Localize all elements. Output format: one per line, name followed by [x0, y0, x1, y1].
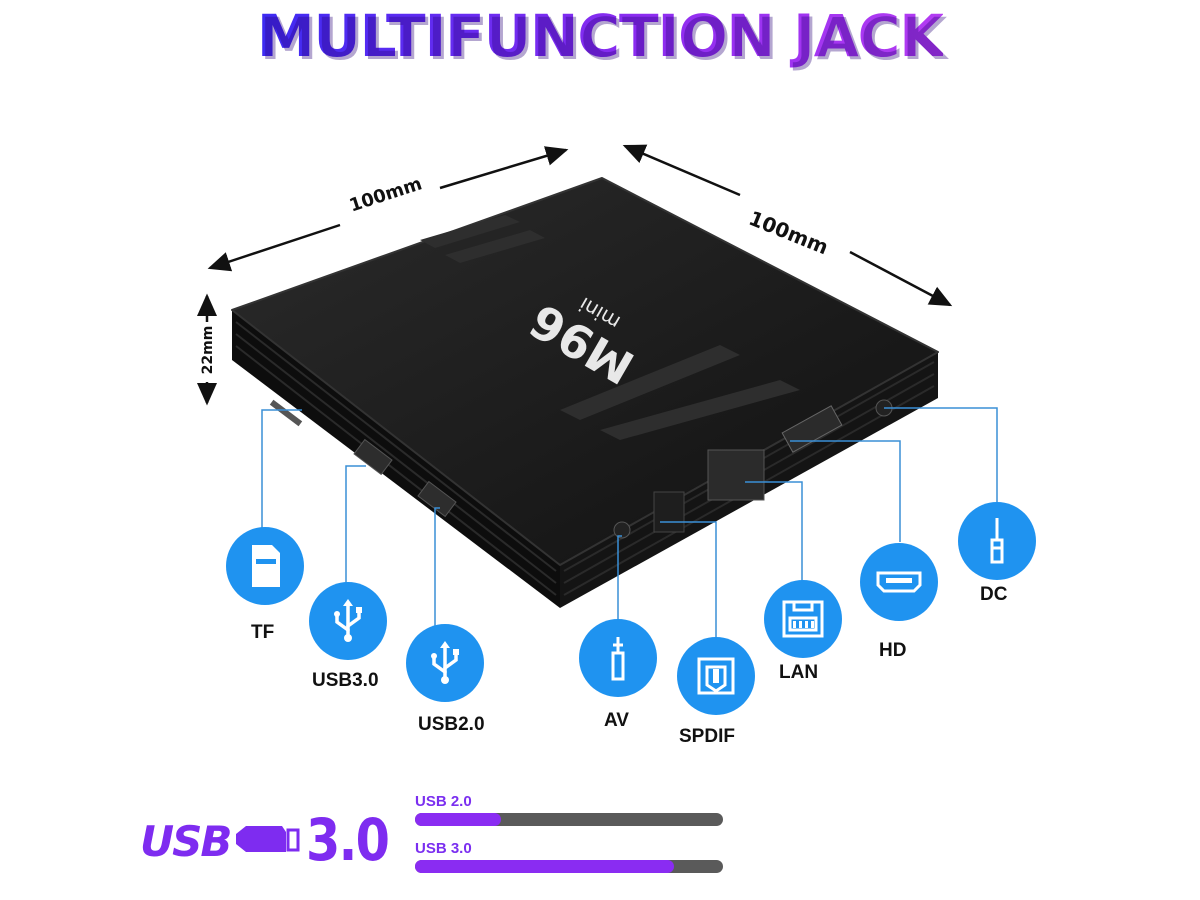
height-dimension-label: 22mm — [200, 325, 216, 375]
page-title: MULTIFUNCTION JACK — [256, 2, 944, 70]
spdif-port — [653, 491, 685, 533]
ethernet-icon — [764, 580, 842, 658]
dc-jack-icon — [958, 502, 1036, 580]
usb-logo: USB — [140, 817, 300, 864]
depth-dimension-arrow — [622, 144, 953, 307]
usb2-port — [417, 480, 457, 518]
usb2-speed-fill — [415, 813, 502, 826]
callout-lines — [261, 407, 998, 640]
lan-port — [707, 449, 765, 501]
usb2-speed-bar — [415, 813, 723, 826]
sd-card-icon — [226, 527, 304, 605]
port-label-hd: HD — [879, 640, 907, 661]
spdif-icon — [677, 637, 755, 715]
tf-slot — [269, 399, 303, 427]
port-label-lan: LAN — [779, 662, 819, 683]
usb-icon — [309, 582, 387, 660]
usb-icon — [406, 624, 484, 702]
usb3-speed-bar — [415, 860, 723, 873]
usb-version: 3.0 — [306, 806, 390, 874]
port-label-usb3: USB3.0 — [312, 670, 379, 691]
port-label-tf: TF — [251, 622, 275, 643]
usb2-bar-label: USB 2.0 — [415, 793, 472, 810]
hdmi-icon — [860, 543, 938, 621]
port-label-dc: DC — [980, 584, 1008, 605]
usb3-port — [353, 438, 393, 476]
port-label-spdif: SPDIF — [679, 726, 735, 747]
port-label-av: AV — [604, 710, 629, 731]
usb3-speed-fill — [415, 860, 674, 873]
av-jack — [613, 521, 631, 539]
usb3-bar-label: USB 3.0 — [415, 840, 472, 857]
port-label-usb2: USB2.0 — [418, 714, 485, 735]
device-top — [231, 177, 939, 566]
width-dimension-arrow — [207, 146, 569, 272]
av-jack-icon — [579, 619, 657, 697]
svg-text:USB: USB — [140, 817, 230, 864]
